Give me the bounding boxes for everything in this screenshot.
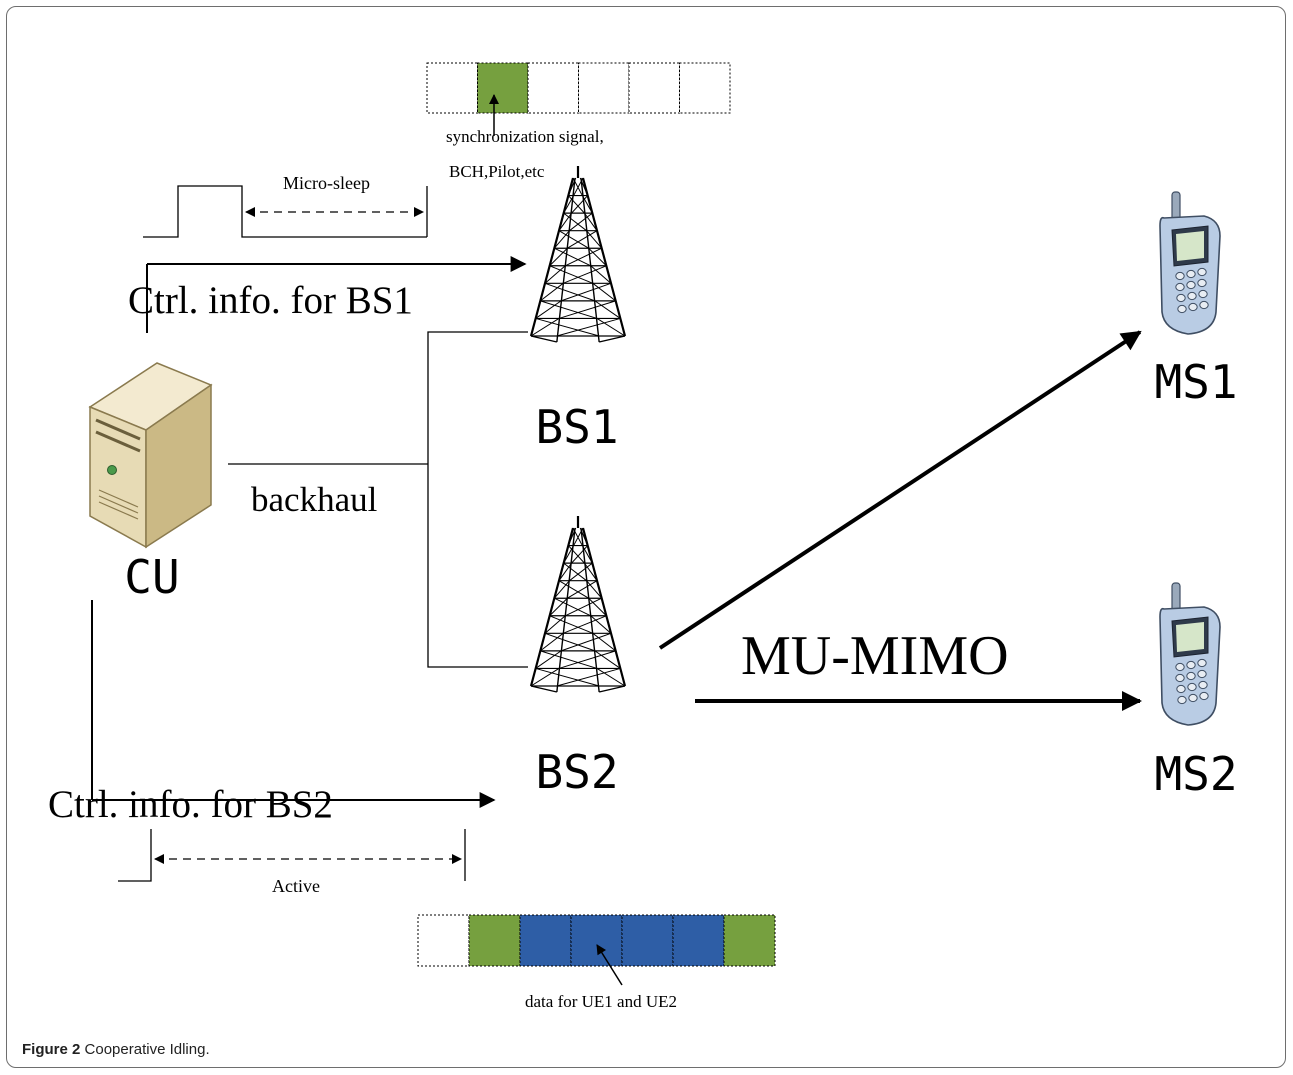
frame-slot-empty xyxy=(426,62,478,114)
frame-slot-blue xyxy=(519,914,572,967)
data-pointer-arrow xyxy=(596,944,623,986)
mu-mimo-label: MU-MIMO xyxy=(741,625,1009,687)
frame-slot-blue xyxy=(672,914,725,967)
sync-signal-label-line2: BCH,Pilot,etc xyxy=(449,162,545,181)
frame-slot-blue xyxy=(621,914,674,967)
active-waveform xyxy=(118,829,466,882)
ctrl-bs2-label: Ctrl. info. for BS2 xyxy=(48,783,333,826)
micro-sleep-waveform xyxy=(143,185,428,238)
caption-text: Cooperative Idling xyxy=(84,1041,206,1058)
bs2-resource-frame xyxy=(417,914,776,967)
cu-server-icon xyxy=(88,362,213,549)
data-ue-label: data for UE1 and UE2 xyxy=(525,992,677,1011)
micro-sleep-label: Micro-sleep xyxy=(283,173,370,193)
ms2-label: MS2 xyxy=(1154,747,1237,801)
frame-slot-empty xyxy=(578,62,630,114)
frame-slot-blue xyxy=(570,914,623,967)
bs1-label: BS1 xyxy=(535,400,618,454)
frame-slot-empty xyxy=(417,914,470,967)
frame-slot-empty xyxy=(679,62,731,114)
frame-slot-green xyxy=(477,62,529,114)
ctrl-bs1-label: Ctrl. info. for BS1 xyxy=(128,279,413,322)
frame-slot-empty xyxy=(628,62,680,114)
ms2-phone-icon xyxy=(1159,582,1221,726)
backhaul-label: backhaul xyxy=(251,480,378,519)
active-label: Active xyxy=(272,876,320,896)
caption-period: . xyxy=(205,1041,210,1058)
cu-label: CU xyxy=(124,550,179,604)
bs2-tower-icon xyxy=(529,516,627,693)
backhaul-lines xyxy=(228,331,528,668)
bs1-resource-frame xyxy=(426,62,731,114)
frame-slot-green xyxy=(468,914,521,967)
figure-frame xyxy=(6,6,1286,1068)
ms1-phone-icon xyxy=(1159,191,1221,335)
frame-slot-empty xyxy=(527,62,579,114)
caption-label: Figure 2 xyxy=(22,1041,81,1058)
bs1-tower-icon xyxy=(529,166,627,343)
bs2-label: BS2 xyxy=(535,745,618,799)
sync-signal-label-line1: synchronization signal, xyxy=(446,127,604,146)
ms1-label: MS1 xyxy=(1154,355,1237,409)
frame-slot-green xyxy=(723,914,776,967)
figure-caption: Figure 2 Cooperative Idling. xyxy=(22,1041,210,1058)
bs2-to-ms1-arrow xyxy=(658,330,1142,650)
